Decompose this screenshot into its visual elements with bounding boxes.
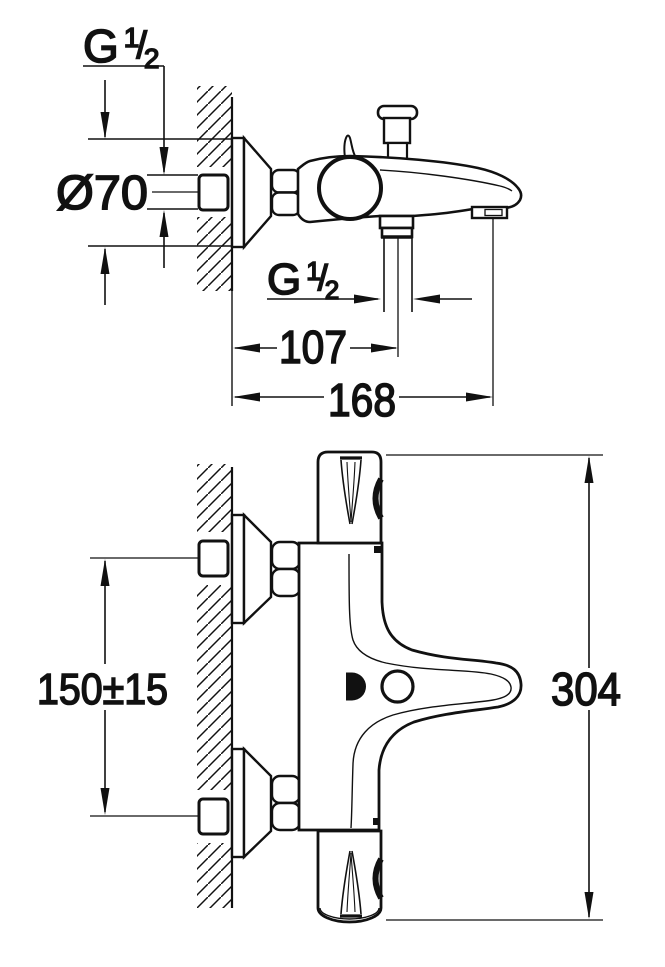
- temperature-lever: [343, 134, 358, 159]
- diverter-cylinder: [382, 116, 412, 145]
- s-union-fitting-side: [197, 173, 230, 212]
- stop-screw-bottom: [373, 818, 380, 825]
- control-cartridge-circle: [317, 155, 383, 221]
- dim-label-168: 168: [328, 374, 396, 426]
- wall-union-fitting-lower: [90, 797, 231, 836]
- wall-section-plan: [193, 464, 234, 908]
- dim-label-diameter: Ø70: [56, 167, 148, 220]
- escutcheon-side: [230, 134, 273, 251]
- diverter-knob: [376, 104, 419, 161]
- hex-nut-lower: [270, 774, 302, 832]
- escutcheon-plate: [230, 136, 246, 249]
- escutcheon-cone: [242, 134, 273, 251]
- hex-nut-upper: [270, 540, 302, 598]
- spout-aerator: [470, 205, 509, 220]
- spout-inner-line-plan: [348, 553, 512, 829]
- shower-outlet: [378, 214, 415, 239]
- hex-nut-side: [270, 168, 302, 217]
- spout-surface-line: [379, 169, 513, 192]
- faucet-body-plan: [297, 541, 523, 832]
- temperature-button: [380, 669, 415, 704]
- handle-bottom-grip-bump: [372, 857, 384, 900]
- plan-view: 150±15 304: [36, 450, 622, 924]
- dim-168: 168: [233, 219, 494, 427]
- shower-hose-lines: [383, 238, 413, 357]
- wall-union-fitting-upper: [90, 539, 231, 578]
- handle-top-grip-bump: [372, 477, 384, 520]
- dim-diameter-70: Ø70: [55, 80, 231, 305]
- escutcheon-lower: [230, 746, 273, 860]
- dim-107: 107: [233, 320, 398, 374]
- dim-label-150: 150±15: [37, 665, 168, 714]
- escutcheon-upper: [230, 512, 273, 626]
- s-union-fitting-upper: [197, 539, 230, 578]
- handle-top: [316, 450, 384, 545]
- dim-150: 150±15: [36, 559, 169, 815]
- stop-screw-top: [374, 546, 381, 553]
- dim-label-304: 304: [551, 663, 621, 715]
- dim-label-107: 107: [279, 321, 347, 373]
- wall-union-fitting-side: [152, 173, 230, 212]
- handle-bottom: [316, 829, 384, 924]
- s-union-fitting-lower: [197, 797, 230, 836]
- dim-304: 304: [386, 454, 622, 921]
- eco-stop-mark: [346, 672, 367, 701]
